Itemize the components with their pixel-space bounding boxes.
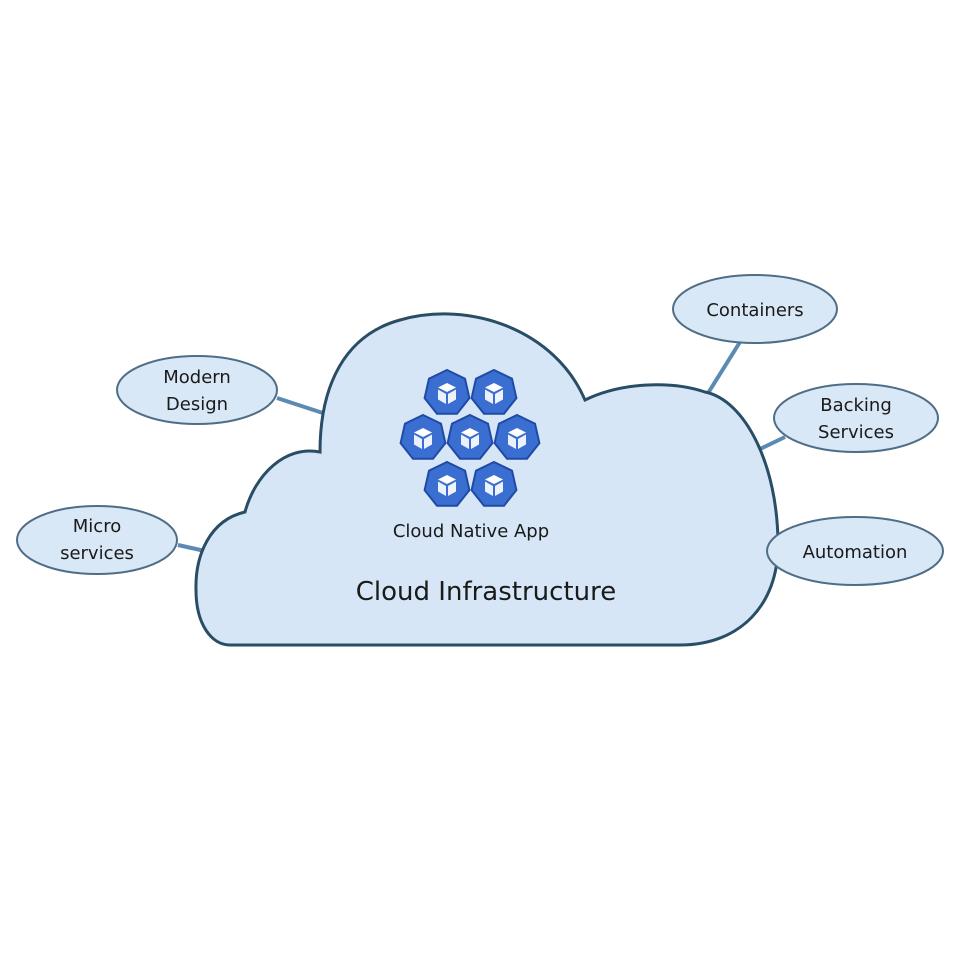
- node-automation-line1: Automation: [803, 542, 908, 563]
- kubernetes-heptagon-cube-icon: [493, 414, 541, 460]
- cloud-native-app-label: Cloud Native App: [393, 521, 549, 542]
- node-backing-services: Backing Services: [773, 383, 939, 453]
- node-backing-services-line2: Services: [818, 422, 894, 443]
- kubernetes-heptagon-cube-icon: [399, 414, 447, 460]
- connector-backing-services: [757, 435, 786, 452]
- node-containers-line1: Containers: [706, 300, 803, 321]
- connector-containers: [703, 340, 742, 400]
- node-backing-services-line1: Backing: [820, 395, 892, 416]
- kubernetes-heptagon-cube-icon: [423, 369, 471, 415]
- kubernetes-heptagon-cube-icon: [470, 369, 518, 415]
- kubernetes-heptagon-cube-icon: [446, 414, 494, 460]
- node-micro-services: Micro services: [16, 505, 178, 575]
- node-modern-design: Modern Design: [116, 355, 278, 425]
- node-micro-services-line1: Micro: [73, 516, 121, 537]
- cloud-infrastructure-title: Cloud Infrastructure: [356, 577, 616, 607]
- kubernetes-heptagon-cube-icon: [423, 461, 471, 507]
- kubernetes-heptagon-cube-icon: [470, 461, 518, 507]
- node-automation: Automation: [766, 516, 944, 586]
- node-modern-design-line2: Design: [166, 394, 228, 415]
- node-micro-services-line2: services: [60, 543, 134, 564]
- connector-micro-services: [177, 543, 206, 553]
- node-modern-design-line1: Modern: [163, 367, 231, 388]
- node-containers: Containers: [672, 274, 838, 344]
